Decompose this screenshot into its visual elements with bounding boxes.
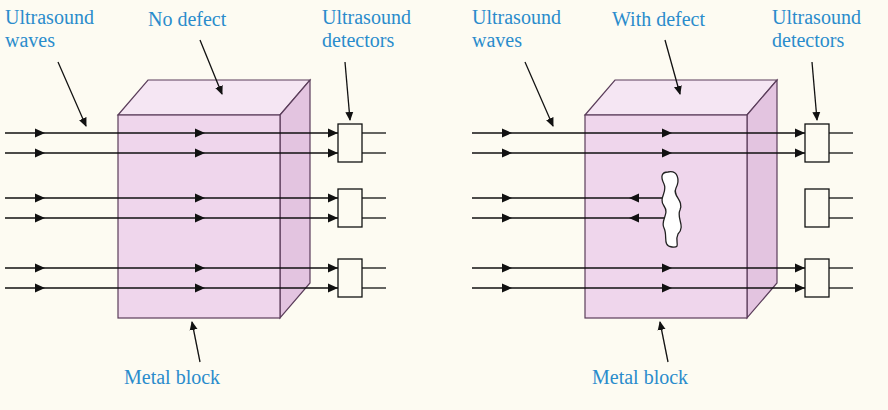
- defect: [662, 172, 681, 247]
- ultrasound-detector: [338, 124, 386, 297]
- part-label: Ultrasound waves: [472, 6, 590, 52]
- wave-arrowheads: [502, 129, 805, 293]
- leader-line: [525, 40, 817, 362]
- part-label: With defect: [612, 8, 705, 31]
- part-label: Metal block: [592, 366, 688, 389]
- leader-line: [58, 40, 350, 362]
- part-label: No defect: [148, 8, 226, 31]
- wave-arrowheads: [35, 129, 338, 293]
- part-label: Ultrasound detectors: [772, 6, 884, 52]
- ultrasound-waves: [5, 133, 338, 288]
- metal-block: [118, 80, 310, 318]
- ultrasound-detector: [805, 124, 853, 297]
- metal-block: [585, 80, 777, 318]
- part-label: Metal block: [124, 366, 220, 389]
- part-label: Ultrasound waves: [5, 6, 123, 52]
- part-label: Ultrasound detectors: [322, 6, 440, 52]
- ultrasound-waves: [472, 133, 805, 288]
